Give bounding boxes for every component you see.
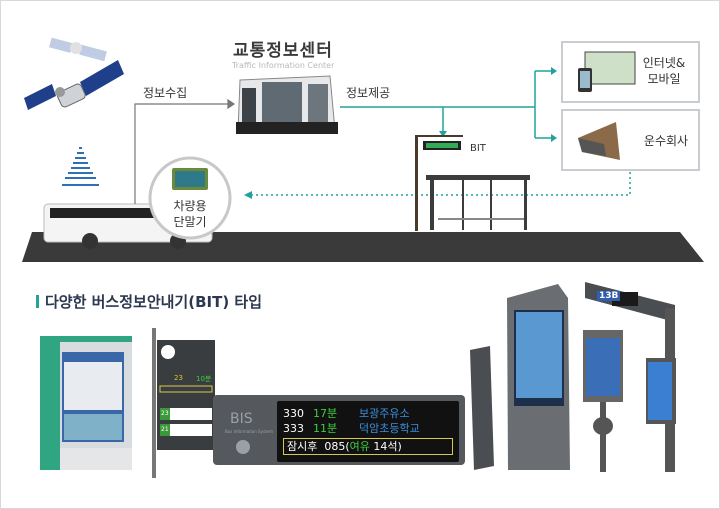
signal-waves-icon: [62, 147, 99, 186]
vehicle-terminal-label-line2: 단말기: [173, 215, 207, 229]
feedback-dotted-arrow: [252, 172, 631, 196]
bis-row: 333 11분 덕암초등학교: [283, 421, 453, 436]
vehicle-terminal-label: 차량용 단말기: [166, 198, 214, 230]
bis-stop: 덕암초등학교: [359, 422, 420, 435]
bit-sign-icon: [415, 135, 463, 231]
vehicle-terminal-label-line1: 차량용: [173, 199, 207, 213]
bis-notice-prefix: 잠시후 085(: [287, 440, 350, 453]
transit-company-box: 운수회사: [561, 109, 700, 171]
gantry-route-number: 13B: [597, 291, 621, 301]
bis-eta: 17분: [313, 407, 338, 420]
slim-pillar-bit-device: [470, 346, 494, 470]
bis-row: 330 17분 보광주유소: [283, 406, 453, 421]
section-title-text: 다양한 버스정보안내기(BIT) 타입: [45, 293, 263, 311]
bis-screen: 330 17분 보광주유소 333 11분 덕암초등학교 잠시후 085(여유 …: [277, 401, 459, 462]
transit-company-label: 운수회사: [643, 134, 689, 148]
stop-sign-eta: 10분: [196, 375, 212, 383]
stop-sign-route: 23: [174, 374, 183, 382]
collect-arrow: [134, 98, 236, 204]
section-title: 다양한 버스정보안내기(BIT) 타입: [36, 291, 262, 312]
bus-shelter-icon: [426, 175, 530, 230]
internet-mobile-box: 인터넷& 모바일: [561, 41, 700, 103]
bis-stop: 보광주유소: [359, 407, 410, 420]
green-canopy-bit-device: [40, 336, 132, 470]
bis-notice: 잠시후 085(여유 14석): [283, 438, 453, 455]
bis-route: 333: [283, 422, 304, 435]
stop-sign-route-1: 23: [161, 410, 169, 417]
small-pole-bit-device: [583, 330, 623, 472]
provide-label: 정보제공: [346, 86, 391, 100]
traffic-center-building-icon: [236, 75, 338, 134]
provide-arrows: [340, 67, 557, 142]
kiosk-bit-device: [507, 284, 570, 470]
bit-label: BIT: [470, 143, 486, 154]
collect-label: 정보수집: [143, 86, 188, 100]
vehicle-terminal-icon: [172, 168, 208, 190]
internet-label-line2: 모바일: [647, 72, 681, 86]
pole-stop-sign-device: [152, 328, 215, 478]
satellite-faded-icon: [49, 37, 107, 62]
bis-logo: BIS: [230, 411, 253, 427]
stop-sign-route-2: 21: [161, 426, 169, 433]
bis-notice-seats: 여유: [349, 440, 370, 453]
traffic-center-title: 교통정보센터: [233, 41, 333, 61]
section-accent-bar: [36, 295, 39, 308]
terminal-circle: [148, 156, 232, 240]
bus-icon-small: [236, 440, 250, 454]
internet-label-line1: 인터넷&: [642, 56, 686, 70]
bis-logo-subtitle: Bus Information System: [225, 429, 273, 434]
bis-route: 330: [283, 407, 304, 420]
satellite-icon: [24, 60, 124, 110]
bis-eta: 11분: [313, 422, 338, 435]
bis-notice-suffix: 14석): [369, 440, 402, 453]
traffic-center-subtitle: Traffic Information Center: [232, 61, 335, 70]
